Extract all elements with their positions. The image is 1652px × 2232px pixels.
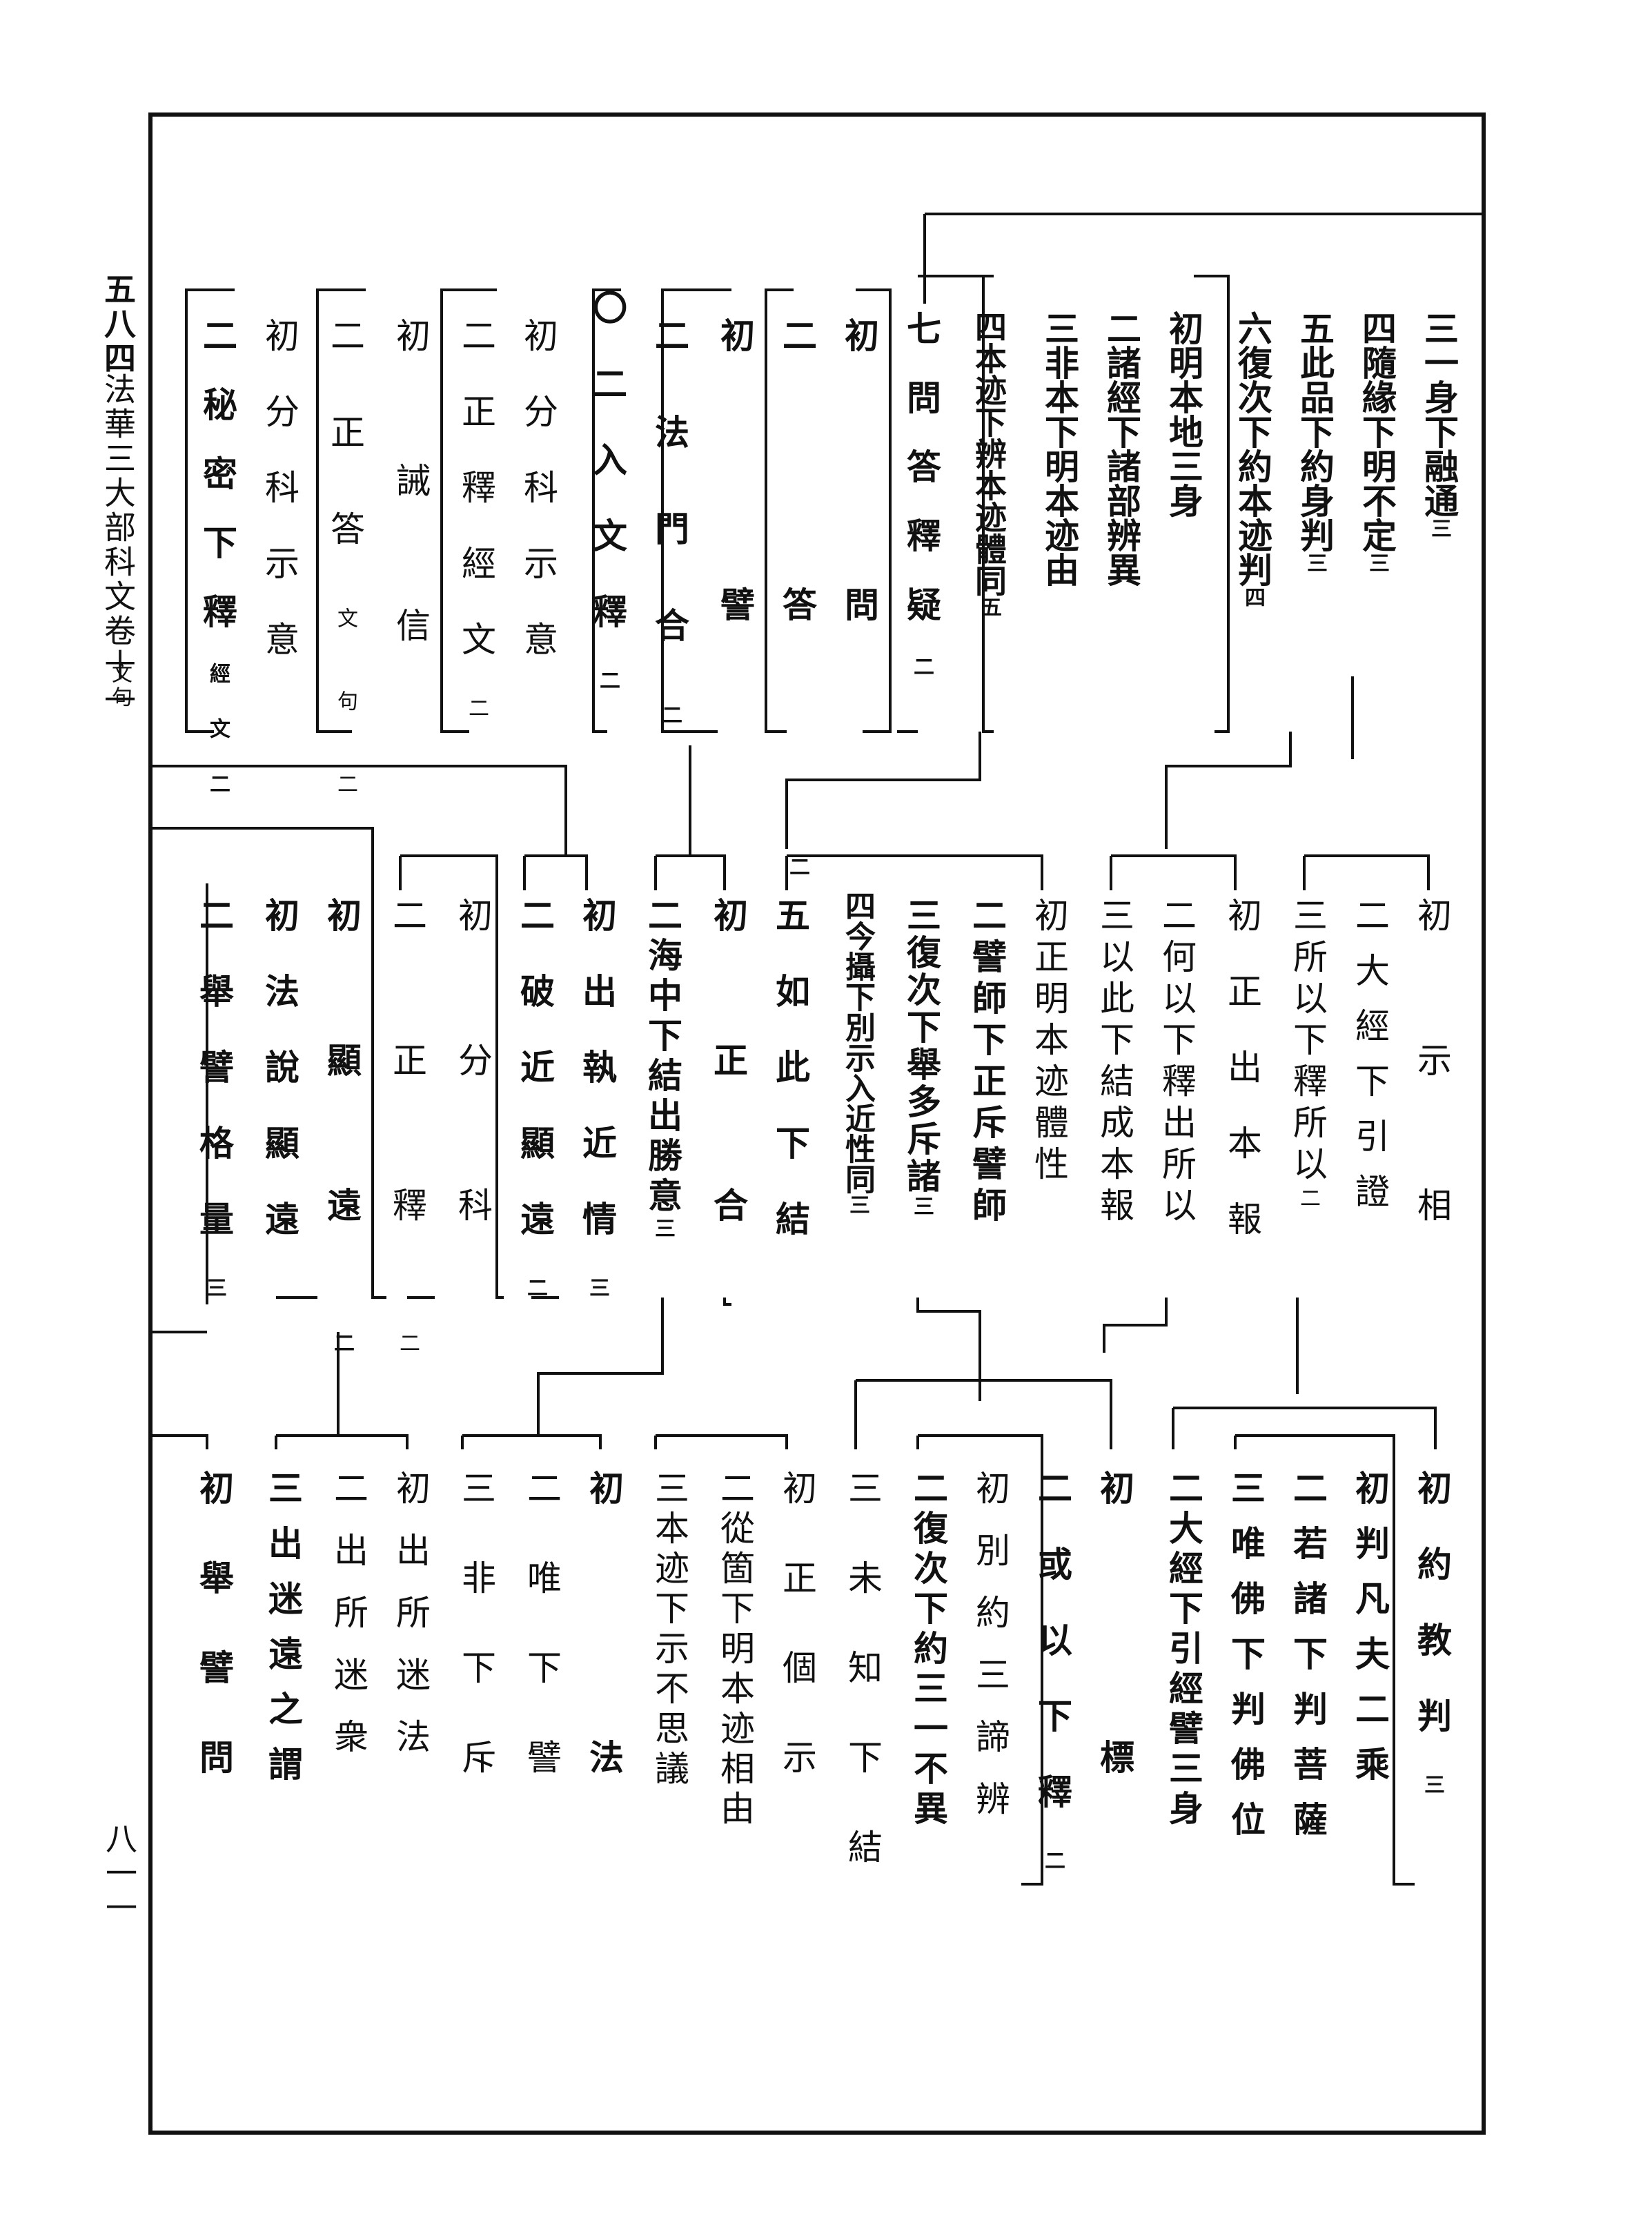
outline-entry: 初分科示意	[259, 317, 299, 697]
bracket-line	[152, 765, 567, 856]
outline-entry: 二或以下釋二	[1032, 1470, 1073, 1912]
bracket-line	[916, 1298, 981, 1401]
bracket-line	[856, 288, 892, 733]
outline-entry: 初分科	[453, 897, 493, 1332]
outline-entry: 初顯遠二	[322, 897, 362, 1463]
bracket-line	[785, 732, 981, 849]
outline-entry: 初正明本迹體性	[1029, 897, 1069, 1187]
bracket-line	[982, 276, 994, 733]
outline-entry: 初正出本報	[1222, 897, 1262, 1277]
folio-number: 八一一	[101, 1822, 138, 1926]
bracket-line	[918, 1434, 1043, 1886]
outline-entry: 初判凡夫二乘	[1350, 1470, 1390, 1801]
page-number: 五八四	[99, 273, 137, 376]
outline-entry: 初分科示意	[518, 317, 558, 697]
outline-entry: 四隨緣下明不定三	[1357, 311, 1397, 573]
outline-entry: 五如此下結	[770, 897, 811, 1277]
bracket-line	[400, 854, 504, 1299]
outline-entry: 初法說顯遠	[259, 897, 300, 1277]
outline-entry: 二海中下結出勝意三	[642, 897, 683, 1244]
outline-entry: 三非本下明本迹由	[1039, 311, 1080, 587]
bracket-line	[592, 288, 621, 733]
page-frame	[148, 112, 1486, 2135]
outline-entry: 二正釋經文二	[456, 317, 496, 759]
outline-entry: 二大經下引經譬三身	[1163, 1470, 1204, 1830]
outline-entry: 二法門合二	[649, 317, 690, 787]
outline-entry: 初正個示	[777, 1470, 817, 1829]
book-title: 法華三大部科文卷十一	[99, 373, 137, 718]
bracket-line	[1194, 275, 1230, 733]
bracket-line	[440, 288, 497, 733]
outline-entry: 二正釋二	[387, 897, 427, 1463]
outline-entry: 二唯下譬	[522, 1470, 562, 1829]
outline-entry: 七問答釋疑二	[901, 311, 942, 711]
outline-entry: 二出所迷衆	[328, 1470, 368, 1781]
book-title-note: 文句	[108, 663, 132, 709]
bracket-line	[152, 1434, 208, 1449]
outline-entry: 三未知下結	[843, 1470, 883, 1919]
bracket-line	[1235, 1434, 1415, 1886]
outline-entry: 二舉譬格量三	[194, 897, 235, 1339]
bracket-line	[1304, 854, 1430, 890]
bracket-line	[856, 1379, 1112, 1449]
outline-entry: 初譬	[715, 317, 756, 856]
outline-entry: 初約教判三	[1412, 1470, 1453, 1836]
outline-entry: 初出所迷法	[391, 1470, 431, 1781]
outline-entry: 初出執近情三	[577, 897, 618, 1339]
bracket-line	[656, 854, 726, 890]
bracket-line	[537, 1298, 664, 1436]
bracket-line	[276, 1434, 409, 1449]
outline-entry: 初問	[839, 317, 880, 856]
outline-entry: 五此品下約身判三	[1295, 311, 1335, 573]
outline-entry: 三本迹下示不思議	[649, 1470, 689, 1790]
bracket-line	[787, 854, 1043, 890]
outline-entry: 三唯佛下判佛位	[1226, 1470, 1266, 1857]
outline-entry: 二復次下約三一不異	[908, 1470, 949, 1830]
outline-entry: 三出迷遠之謂	[263, 1470, 304, 1801]
bracket-line	[1173, 1407, 1437, 1449]
outline-entry: 三非下斥	[456, 1470, 496, 1829]
outline-entry: 二從箇下明本迹相由	[715, 1470, 755, 1830]
outline-entry: 初誡信	[391, 317, 431, 752]
outline-entry: 二大經下引證	[1350, 897, 1390, 1228]
outline-entry: 初標	[1094, 1470, 1135, 2008]
bracket-line	[1165, 732, 1292, 849]
outline-entry: 二正答文句二	[325, 317, 365, 856]
bracket-line	[1111, 854, 1237, 890]
outline-entry: 初示相	[1412, 897, 1452, 1332]
bracket-line	[316, 288, 366, 733]
bracket-line	[1103, 1298, 1168, 1353]
bracket-line	[661, 288, 731, 733]
bracket-line	[656, 1434, 788, 1449]
outline-entry: 初別約三諦辨	[970, 1470, 1010, 1843]
outline-entry: 三一身下融通三	[1419, 311, 1459, 538]
outline-entry: 二破近顯遠二	[515, 897, 555, 1339]
outline-entry: 二何以下釋出所以	[1157, 897, 1197, 1228]
outline-entry: 三所以下釋所以二	[1288, 897, 1328, 1215]
bracket-line	[765, 288, 794, 733]
bracket-line	[723, 1298, 731, 1306]
bracket-line	[524, 854, 588, 890]
outline-entry: 三復次下舉多斥諸三	[901, 897, 942, 1219]
outline-entry: 初法	[584, 1470, 625, 2008]
outline-entry: 初舉譬問	[194, 1470, 235, 1829]
outline-entry: 二答二	[777, 317, 818, 1111]
bracket-line	[462, 1434, 602, 1449]
bracket-line	[152, 827, 386, 1299]
outline-entry: 二若諸下判菩薩	[1288, 1470, 1328, 1857]
bracket-line	[185, 288, 235, 733]
outline-entry: 初正合	[708, 897, 749, 1332]
outline-entry: 二諸經下諸部辨異	[1101, 311, 1142, 587]
outline-entry: 初明本地三身	[1163, 311, 1204, 518]
outline-entry: 二秘密下釋經文二	[197, 317, 238, 828]
outline-entry: 六復次下約本迹判四	[1232, 311, 1273, 607]
outline-entry: 〇二入文釋二	[587, 290, 628, 732]
outline-entry: 二譬師下正斥譬師	[967, 897, 1007, 1228]
outline-entry: 四本迹下辨本迹體同五	[970, 311, 1007, 617]
outline-entry: 四今攝下別示入近性同三	[840, 890, 875, 1215]
outline-entry: 三以此下結成本報	[1094, 897, 1134, 1228]
